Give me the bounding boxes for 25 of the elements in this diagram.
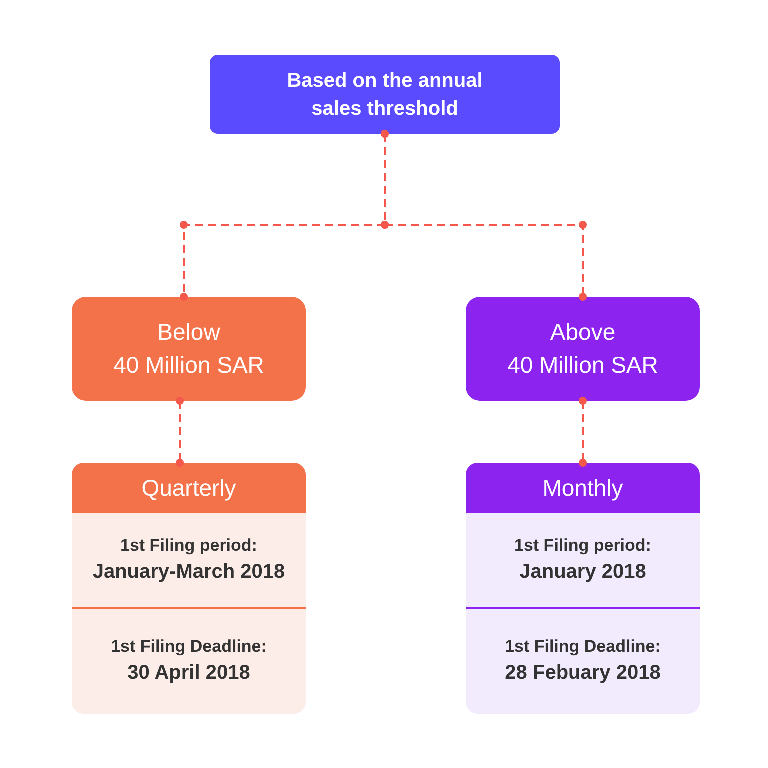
threshold-label: Below <box>158 318 220 347</box>
card-header: Monthly <box>466 463 700 513</box>
filing-section <box>72 607 306 714</box>
filing-label: 1st Filing period: <box>120 536 258 556</box>
threshold-label: 40 Million SAR <box>508 351 658 380</box>
dashed-connector <box>176 397 184 467</box>
filing-label: 1st Filing Deadline: <box>505 637 661 657</box>
filing-date: January 2018 <box>520 560 646 584</box>
threshold-box <box>466 297 700 401</box>
filing-date: 30 April 2018 <box>128 661 250 686</box>
filing-date: January-March 2018 <box>92 560 286 584</box>
threshold-label: 40 Million SAR <box>114 351 264 380</box>
decision-box <box>210 55 560 134</box>
filing-section <box>466 607 700 714</box>
schedule-card <box>72 463 306 714</box>
threshold-box <box>72 297 306 401</box>
filing-label: 1st Filing period: <box>514 536 652 556</box>
filing-label: 1st Filing Deadline: <box>111 637 267 657</box>
filing-date: 28 Febuary 2018 <box>505 661 661 686</box>
card-header: Quarterly <box>72 463 306 513</box>
threshold-label: Above <box>550 318 616 347</box>
dashed-connector <box>381 130 587 301</box>
box-label: Based on the annual sales threshold <box>286 68 484 122</box>
dashed-connector <box>579 397 587 467</box>
schedule-card <box>466 463 700 714</box>
